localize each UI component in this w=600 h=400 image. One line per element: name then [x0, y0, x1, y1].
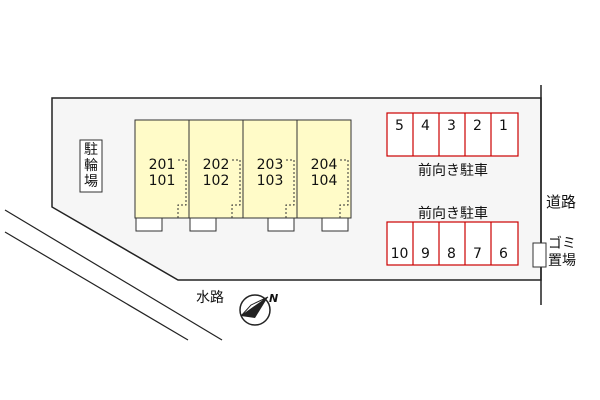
parking-top	[386, 112, 519, 157]
entrance-outline	[177, 159, 187, 218]
parking-space-number: 9	[421, 246, 430, 262]
unit-lower-floor: 103	[256, 173, 284, 189]
parking-space-number: 7	[473, 246, 482, 262]
unit-label-1: 201 101	[136, 157, 188, 189]
waterway-line-upper	[4, 209, 223, 341]
parking-space-outline	[386, 112, 519, 157]
entrance-outline	[285, 159, 295, 218]
unit-upper-floor: 201	[148, 157, 176, 173]
parking-space-number: 3	[447, 118, 456, 134]
road-label: 道路	[546, 193, 577, 211]
compass-icon	[239, 294, 271, 326]
compass-north-label: N	[269, 292, 279, 305]
unit-label-2: 202 102	[190, 157, 242, 189]
unit-upper-floor: 202	[202, 157, 230, 173]
parking-space-number: 5	[395, 118, 404, 134]
entrance-outline	[339, 159, 349, 218]
apartment-building	[134, 119, 352, 232]
parking-bottom-label: 前向き駐車	[418, 206, 488, 222]
waterway-line-lower	[4, 231, 189, 341]
step-box	[321, 217, 349, 232]
parking-space-outline	[386, 221, 519, 266]
unit-upper-floor: 203	[256, 157, 284, 173]
parking-space-number: 4	[421, 118, 430, 134]
entrance-outline	[231, 159, 241, 218]
bicycle-parking-box	[79, 139, 103, 193]
unit-lower-floor: 102	[202, 173, 230, 189]
unit-upper-floor: 204	[310, 157, 338, 173]
parking-bottom	[386, 221, 519, 266]
parking-space-number: 8	[447, 246, 456, 262]
unit-lower-floor: 101	[148, 173, 176, 189]
garbage-area-box	[532, 242, 547, 268]
parking-space-number: 2	[473, 118, 482, 134]
unit-label-3: 203 103	[244, 157, 296, 189]
parking-top-label: 前向き駐車	[418, 163, 488, 179]
unit-lower-floor: 104	[310, 173, 338, 189]
parking-space-number: 10	[390, 246, 409, 262]
step-box	[267, 217, 295, 232]
step-box	[135, 217, 163, 232]
waterway-label: 水路	[196, 290, 224, 306]
unit-label-4: 204 104	[298, 157, 350, 189]
garbage-area-label: ゴミ 置場	[548, 236, 576, 269]
step-box	[189, 217, 217, 232]
parking-space-number: 1	[499, 118, 508, 134]
bicycle-parking-label: 駐 輪 場	[84, 142, 98, 190]
parking-space-number: 6	[499, 246, 508, 262]
